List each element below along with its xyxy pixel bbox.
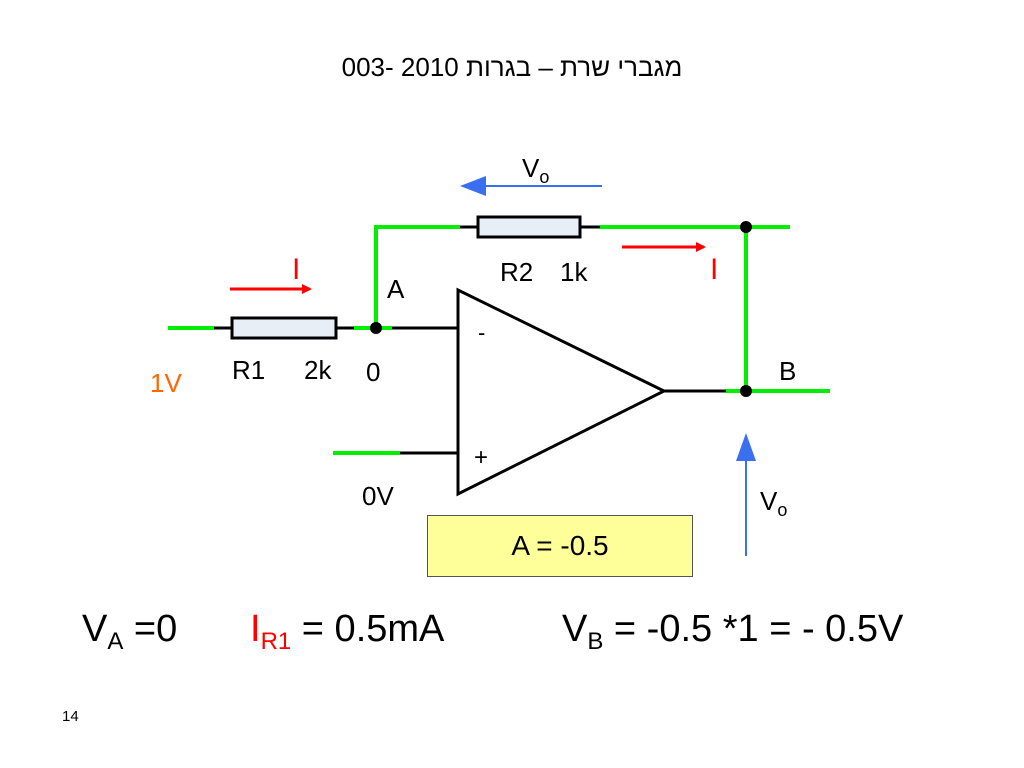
- equation-va: VA =0: [82, 608, 177, 656]
- r2-value: 1k: [560, 257, 588, 287]
- resistor-r2: [476, 215, 582, 239]
- vo-arrow-right-head-icon: [736, 433, 756, 461]
- vo-right-subscript: o: [777, 500, 787, 520]
- equation-va-rest: =0: [123, 608, 178, 650]
- vo-top-label: Vo: [522, 153, 549, 187]
- node-a-label: A: [387, 274, 405, 304]
- equation-vb: VB = -0.5 *1 = - 0.5V: [562, 608, 903, 656]
- node-b-label: B: [779, 356, 796, 386]
- current-label-right: I: [710, 253, 718, 286]
- vo-arrow-top: [460, 176, 602, 196]
- gain-result-box: A = -0.5: [427, 515, 693, 577]
- vo-arrow-right: [736, 433, 756, 556]
- equation-vb-main: V: [562, 608, 588, 650]
- plus-sign: +: [474, 444, 488, 471]
- minus-sign: -: [478, 320, 485, 345]
- equation-ir1-rest: = 0.5mA: [291, 608, 445, 650]
- ground-voltage-label: 0V: [362, 481, 394, 511]
- equation-vb-sub: B: [587, 628, 604, 655]
- equation-ir1: IR1 = 0.5mA: [250, 608, 444, 656]
- r1-label: R1: [232, 355, 265, 385]
- equation-ir1-main: I: [250, 608, 261, 650]
- junction-a-dot: [370, 322, 382, 334]
- resistor-r1: [230, 316, 338, 340]
- page-number: 14: [62, 708, 79, 725]
- feedback-wire-left: [374, 225, 460, 328]
- junction-feedback-dot: [740, 221, 752, 233]
- equation-va-sub: A: [107, 628, 124, 655]
- equation-vb-rest: = -0.5 *1 = - 0.5V: [603, 608, 904, 650]
- input-voltage-label: 1V: [150, 368, 182, 398]
- current-label-left: I: [292, 253, 300, 286]
- equation-ir1-sub: R1: [260, 628, 292, 655]
- vo-arrow-top-head-icon: [460, 176, 486, 196]
- junction-b-dot: [740, 385, 752, 397]
- vo-top-subscript: o: [539, 167, 549, 187]
- leads: [214, 225, 726, 455]
- op-amp-triangle: [456, 287, 668, 497]
- r1-value: 2k: [304, 355, 332, 385]
- vo-right-label: Vo: [760, 486, 787, 520]
- equation-va-main: V: [82, 608, 108, 650]
- gain-result-text: A = -0.5: [511, 530, 609, 561]
- node-a-value: 0: [366, 357, 380, 387]
- r2-label: R2: [500, 257, 533, 287]
- wires: [168, 225, 830, 455]
- slide-title: מגברי שרת – בגרות 2010 -003: [341, 52, 683, 82]
